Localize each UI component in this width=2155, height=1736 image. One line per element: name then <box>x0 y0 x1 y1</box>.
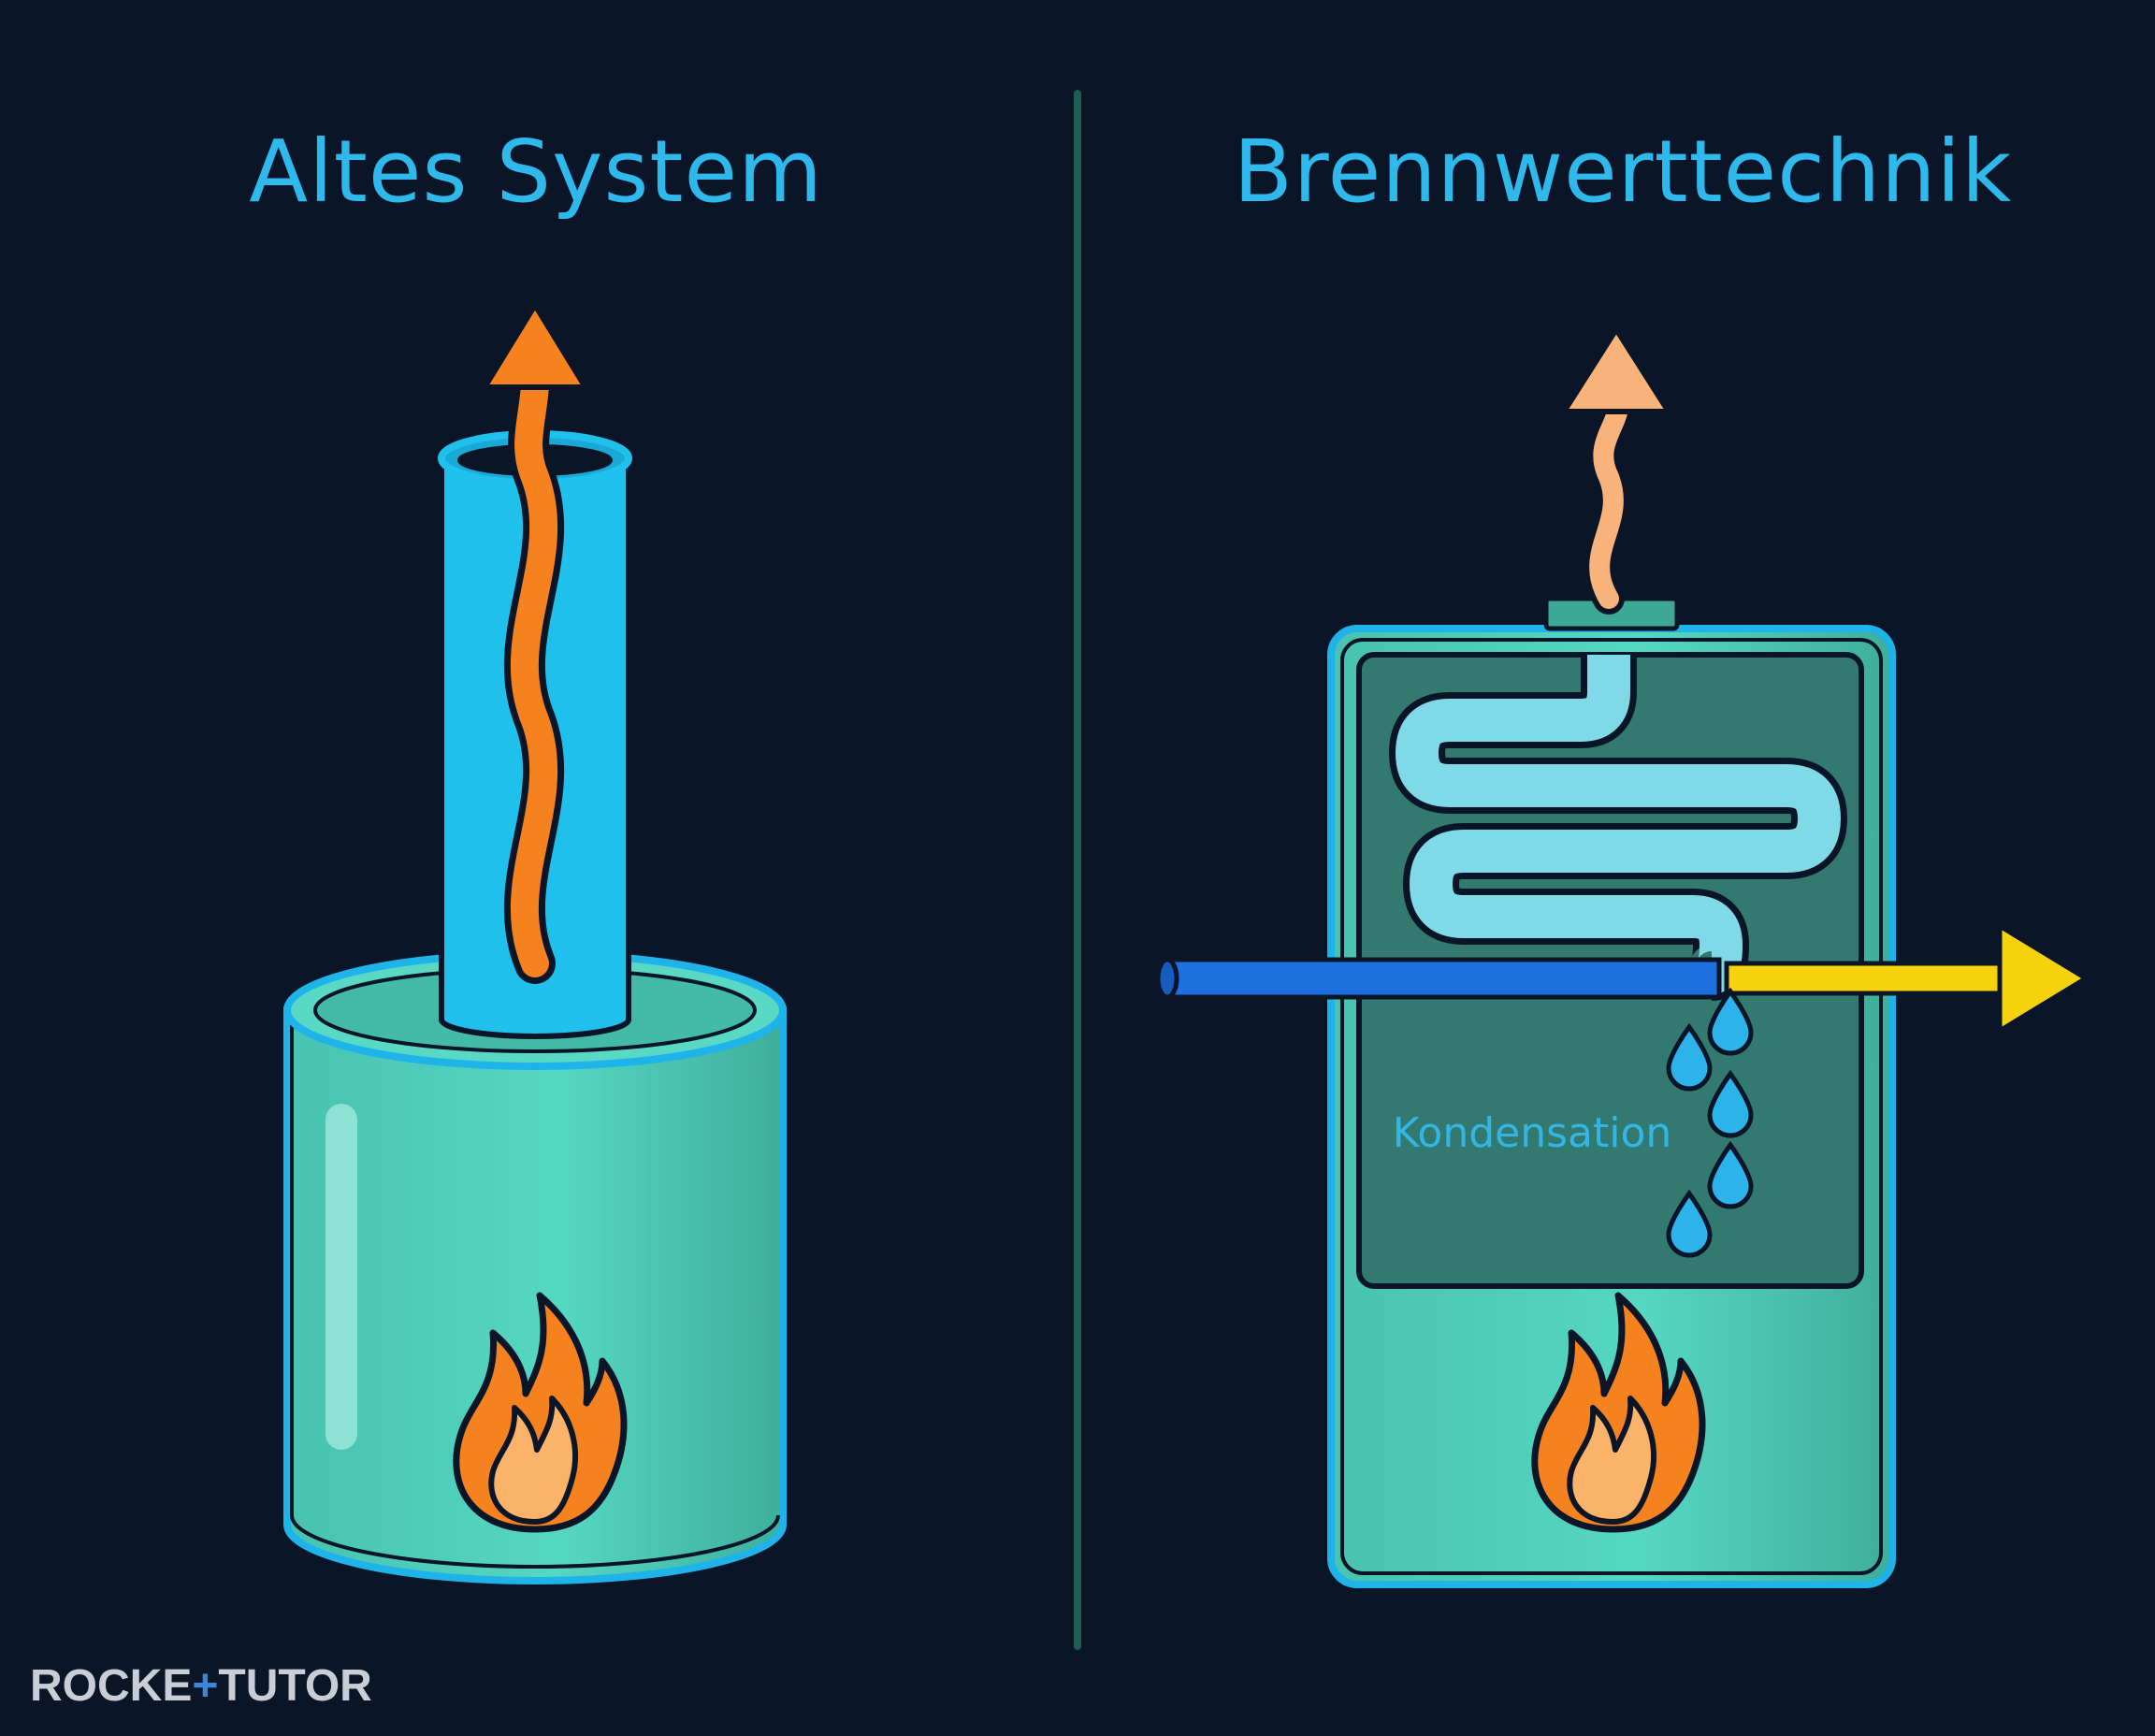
flame-icon <box>1531 1292 1706 1533</box>
condensation-label: Kondensation <box>1393 1109 1672 1157</box>
right-panel-title: Brennwerttechnik <box>1234 122 2013 222</box>
logo-plus-glyph: + <box>192 1661 218 1711</box>
right-panel: Brennwerttechnik <box>1155 122 2089 1588</box>
water-droplets <box>1666 987 1754 1258</box>
old-boiler <box>283 950 787 1584</box>
left-panel: Altes System <box>249 122 822 1584</box>
logo-text-part1: ROCKE <box>30 1661 192 1711</box>
warm-water-outlet-arrow <box>1724 923 2089 1034</box>
svg-text:ROCKE+TUTOR: ROCKE+TUTOR <box>30 1661 372 1711</box>
cold-water-inlet <box>1155 957 1722 1000</box>
flame-icon <box>453 1292 628 1533</box>
rocketutor-logo: ROCKE+TUTOR <box>30 1661 372 1711</box>
left-panel-title: Altes System <box>249 122 822 222</box>
cool-exhaust-arrow <box>1561 326 1671 615</box>
logo-text-part2: TUTOR <box>218 1661 371 1711</box>
heat-exchanger-coil <box>1389 655 1847 1001</box>
hot-exhaust-arrow <box>482 302 588 984</box>
